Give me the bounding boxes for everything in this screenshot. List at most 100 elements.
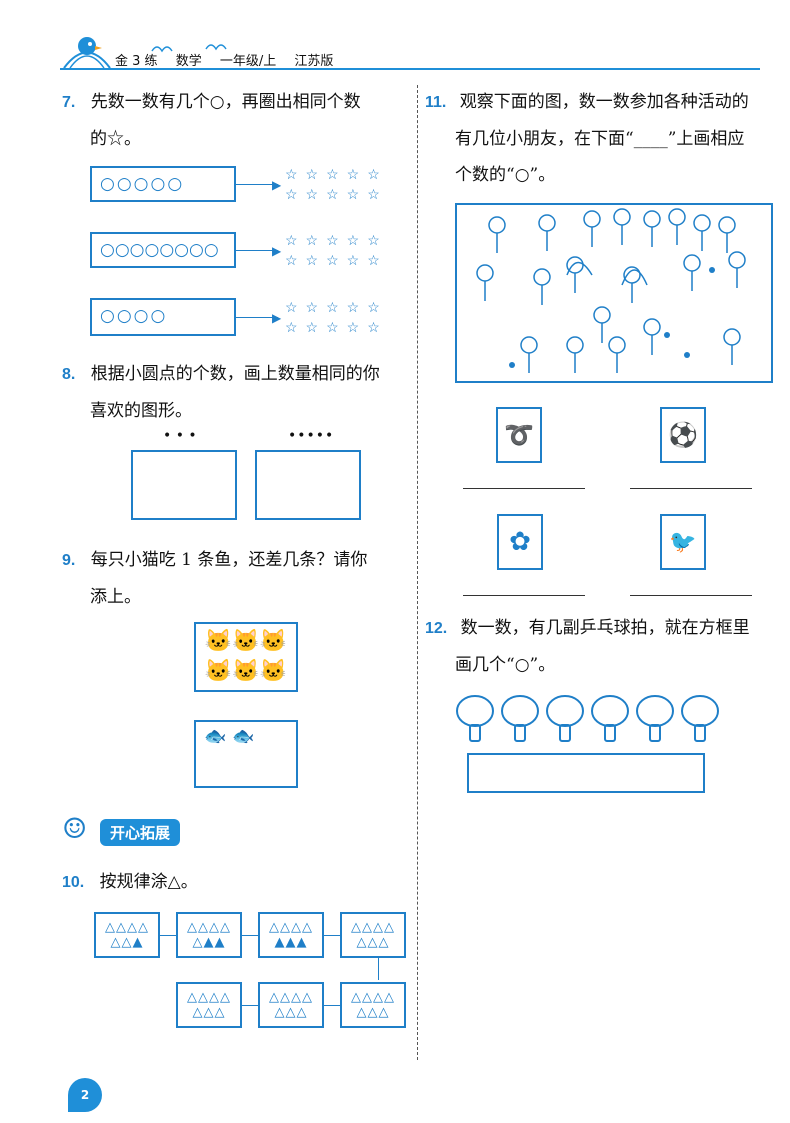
arrow-head-icon: ▶: [272, 311, 282, 325]
header-logo: [62, 32, 112, 74]
ball-icon-box: ⚽: [660, 407, 706, 463]
question-10: 10. 按规律涂△。: [62, 864, 407, 901]
flower-icon-box: ✿: [497, 514, 543, 570]
arrow: [242, 935, 258, 936]
question-text: 按规律涂△。: [99, 872, 198, 892]
answer-line[interactable]: [463, 595, 585, 596]
triangle-box[interactable]: △△△△ △△△: [340, 912, 406, 958]
triangles: △▲▲: [192, 935, 226, 950]
ping-pong-paddle-icon: [546, 695, 584, 742]
question-9: 9. 每只小猫吃 1 条鱼，还差几条？请你 添上。: [62, 542, 407, 615]
question-text: 添上。: [90, 587, 141, 607]
circle-box: ○○○○○: [90, 166, 236, 202]
jump-rope-icon: ➰: [504, 421, 534, 449]
page-number: 2: [80, 1088, 90, 1102]
question-text: 每只小猫吃 1 条鱼，还差几条？请你: [90, 550, 368, 570]
star-group: ☆☆☆☆☆ ☆☆☆☆☆: [285, 231, 388, 271]
triangles: △△△: [356, 1005, 390, 1020]
star-group: ☆☆☆☆☆ ☆☆☆☆☆: [285, 298, 388, 338]
bird-logo-icon: [63, 37, 111, 69]
question-text: 观察下面的图，数一数参加各种活动的: [459, 92, 749, 112]
answer-box[interactable]: [467, 753, 705, 793]
kid-icon: ☺: [62, 812, 88, 845]
ping-pong-paddle-icon: [456, 695, 494, 742]
flower-icon: ✿: [509, 527, 531, 557]
children-playing-illustration: [476, 208, 746, 373]
triangle-box: △△△△ △▲▲: [176, 912, 242, 958]
question-number: 9.: [62, 552, 76, 569]
answer-line[interactable]: [630, 595, 752, 596]
question-text: 画几个“○”。: [455, 655, 556, 675]
header-edition: 江苏版: [294, 54, 334, 69]
circle-box: ○○○○○○○○: [90, 232, 236, 268]
arrow-head-icon: ▶: [272, 244, 282, 258]
header: 金 3 练 数学 一年级/上 江苏版: [115, 50, 347, 69]
question-number: 10.: [62, 874, 85, 891]
question-number: 7.: [62, 94, 76, 111]
ping-pong-paddle-icon: [591, 695, 629, 742]
fish-icon: 🐟 🐟: [204, 726, 255, 747]
question-8: 8. 根据小圆点的个数，画上数量相同的你 喜欢的图形。: [62, 356, 407, 429]
stars: ☆☆☆☆☆: [285, 233, 388, 249]
activity-scene: [455, 203, 773, 383]
drawing-box[interactable]: [131, 450, 237, 520]
triangle-box[interactable]: △△△△ △△△: [340, 982, 406, 1028]
question-number: 12.: [425, 620, 448, 637]
cats-box: 🐱🐱🐱 🐱🐱🐱: [194, 622, 298, 692]
header-series: 金 3 练: [115, 54, 158, 69]
triangles: △△△△: [269, 920, 313, 935]
triangles: △△△△: [187, 920, 231, 935]
answer-line[interactable]: [463, 488, 585, 489]
answer-line[interactable]: [630, 488, 752, 489]
arrow: [324, 1005, 340, 1006]
stars: ☆☆☆☆☆: [285, 167, 388, 183]
question-7: 7. 先数一数有几个○，再圈出相同个数 的☆。: [62, 84, 407, 157]
header-grade: 一年级/上: [219, 54, 277, 69]
circles: ○○○○○○○○: [100, 240, 219, 260]
bird-icon: 🐦: [669, 529, 697, 555]
cat-icon: 🐱🐱🐱: [204, 659, 288, 684]
page-number-badge: 2: [68, 1078, 102, 1112]
arrow: [242, 1005, 258, 1006]
dots-3: • • •: [163, 428, 197, 444]
cat-icon: 🐱🐱🐱: [204, 629, 288, 654]
triangles: △△△: [274, 1005, 308, 1020]
ping-pong-paddle-icon: [681, 695, 719, 742]
triangles: △△△△: [351, 990, 395, 1005]
header-rule: [60, 68, 760, 70]
triangle-box: △△△△ △△▲: [94, 912, 160, 958]
question-text: 的☆。: [90, 129, 141, 149]
triangle-box[interactable]: △△△△ △△△: [176, 982, 242, 1028]
arrow: [236, 317, 278, 318]
section-title: 开心拓展: [100, 819, 181, 846]
question-text: 根据小圆点的个数，画上数量相同的你: [90, 364, 380, 384]
ping-pong-paddle-icon: [636, 695, 674, 742]
triangle-box[interactable]: △△△△ △△△: [258, 982, 324, 1028]
header-subject: 数学: [175, 54, 202, 69]
jump-rope-icon-box: ➰: [496, 407, 542, 463]
cloud-icon: [150, 40, 230, 59]
arrow: [236, 250, 278, 251]
arrow: [160, 935, 176, 936]
paddles-row: [455, 695, 720, 743]
question-text: 先数一数有几个○，再圈出相同个数: [90, 92, 361, 112]
stars: ☆☆☆☆☆: [285, 253, 388, 269]
question-11: 11. 观察下面的图，数一数参加各种活动的 有几位小朋友，在下面“____”上画…: [425, 84, 770, 193]
circles: ○○○○: [100, 306, 168, 326]
ping-pong-paddle-icon: [501, 695, 539, 742]
fish-box[interactable]: 🐟 🐟: [194, 720, 298, 788]
triangles: △△△: [356, 935, 390, 950]
triangles: △△△△: [351, 920, 395, 935]
circles: ○○○○○: [100, 174, 185, 194]
dots-5: •••••: [288, 428, 335, 444]
triangles: △△△△: [105, 920, 149, 935]
question-text: 个数的“○”。: [455, 165, 556, 185]
triangle-box: △△△△ ▲▲▲: [258, 912, 324, 958]
circle-box: ○○○○: [90, 298, 236, 336]
drawing-box[interactable]: [255, 450, 361, 520]
question-number: 8.: [62, 366, 76, 383]
question-number: 11.: [425, 94, 447, 111]
stars: ☆☆☆☆☆: [285, 187, 388, 203]
ball-icon: ⚽: [668, 421, 698, 449]
column-divider: [417, 85, 418, 1060]
